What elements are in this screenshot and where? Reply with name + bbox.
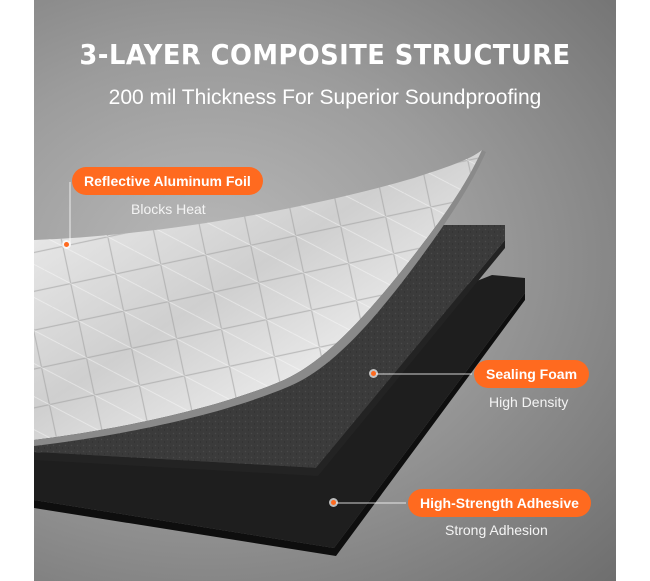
adhesive-layer-edge <box>34 293 525 556</box>
layers-illustration <box>34 150 525 556</box>
foam-marker-dot <box>371 371 376 376</box>
page-title: 3-LAYER COMPOSITE STRUCTURE <box>79 38 571 71</box>
product-image: 3-LAYER COMPOSITE STRUCTURE 200 mil Thic… <box>34 0 616 581</box>
foil-marker-dot <box>64 242 69 247</box>
adhesive-caption: Strong Adhesion <box>445 522 548 538</box>
page-subtitle: 200 mil Thickness For Superior Soundproo… <box>108 86 542 109</box>
adhesive-marker-dot <box>331 500 336 505</box>
foil-caption: Blocks Heat <box>131 201 206 217</box>
adhesive-label-badge: High-Strength Adhesive <box>408 489 591 517</box>
foam-layer-edge <box>34 240 505 476</box>
foil-layer-texture <box>34 150 482 440</box>
foil-label-badge: Reflective Aluminum Foil <box>72 167 263 195</box>
foam-caption: High Density <box>489 394 569 410</box>
foam-label-badge: Sealing Foam <box>474 360 590 388</box>
